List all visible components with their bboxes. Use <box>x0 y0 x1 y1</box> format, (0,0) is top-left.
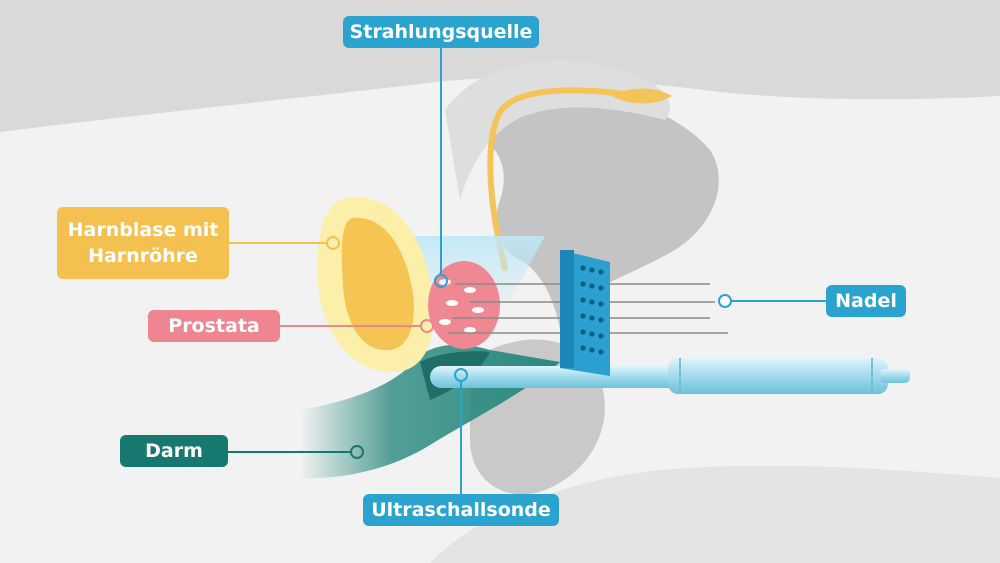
marker-harnblase <box>326 236 340 250</box>
marker-ultraschallsonde <box>454 368 468 382</box>
body-lower-shadow <box>430 465 1000 563</box>
label-harnblase: Harnblase mit Harnröhre <box>57 207 229 279</box>
bladder-inner <box>341 217 414 351</box>
label-harnblase-line1: Harnblase mit <box>67 219 219 241</box>
urethra <box>487 87 643 271</box>
pelvis-shape <box>455 77 719 330</box>
urethra-tip <box>612 88 672 104</box>
prostate-seed-4 <box>472 307 484 313</box>
prostate-seed-2 <box>464 287 476 293</box>
label-ultraschallsonde: Ultraschallsonde <box>363 494 559 526</box>
prostate-seed-3 <box>446 300 458 306</box>
marker-prostata <box>420 319 434 333</box>
needle-template <box>560 250 610 376</box>
marker-nadel <box>718 294 732 308</box>
body-silhouette <box>0 77 1000 563</box>
marker-darm <box>350 445 364 459</box>
label-nadel: Nadel <box>826 285 906 317</box>
label-harnblase-line2: Harnröhre <box>88 245 198 267</box>
label-prostata: Prostata <box>148 310 280 342</box>
label-strahlungsquelle: Strahlungsquelle <box>343 16 539 48</box>
prostate <box>428 261 500 349</box>
prostate-seed-1 <box>439 279 451 285</box>
marker-strahlungsquelle <box>434 274 448 288</box>
label-darm: Darm <box>120 435 228 467</box>
prostate-seed-6 <box>464 327 476 333</box>
prostate-seed-5 <box>439 319 451 325</box>
ultrasound-probe <box>430 358 910 394</box>
